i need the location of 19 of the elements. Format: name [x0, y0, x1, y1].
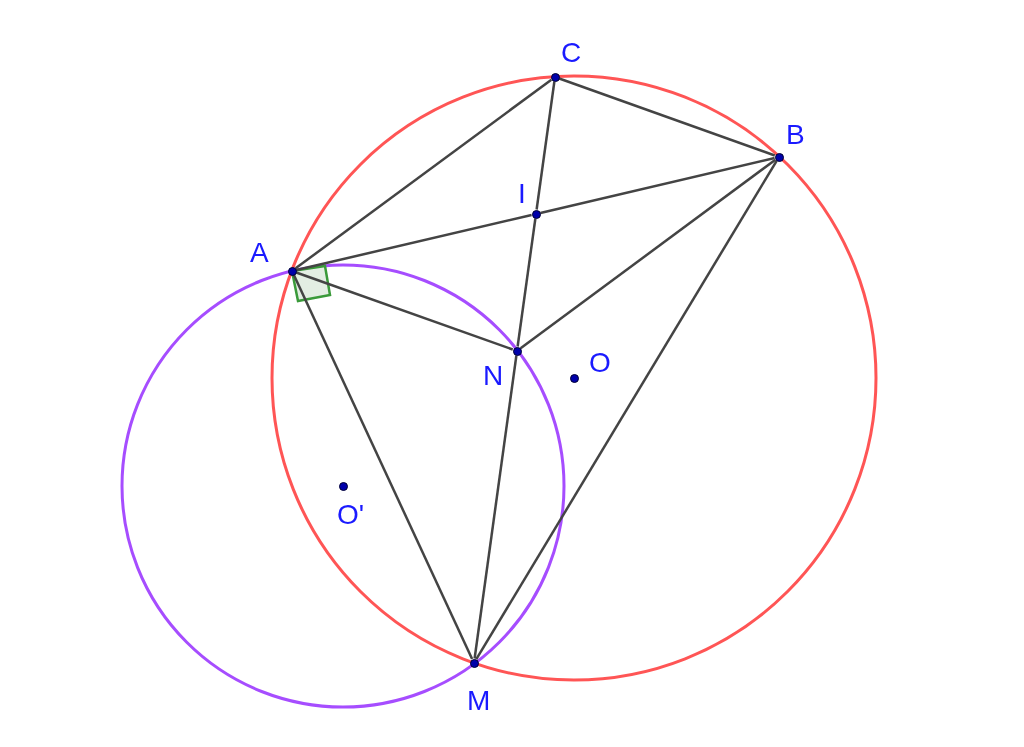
line-segment: [558, 77, 776, 157]
point-label: M: [467, 686, 491, 716]
point-label: O: [589, 348, 611, 378]
line-segment: [292, 274, 474, 660]
line-segment: [519, 158, 777, 350]
line-segment: [516, 218, 537, 347]
line-segment: [295, 271, 514, 351]
line-segment: [475, 160, 778, 660]
point-label: B: [786, 120, 805, 150]
point-label: N: [483, 361, 504, 391]
point-label: A: [250, 238, 269, 268]
line-segment: [296, 213, 532, 272]
point-label: O': [337, 500, 365, 530]
line-segment: [540, 156, 775, 215]
line-segment: [535, 81, 556, 210]
point-label: C: [561, 38, 582, 68]
line-segment: [473, 355, 518, 659]
point-label: I: [518, 179, 526, 209]
line-segment: [294, 78, 553, 270]
